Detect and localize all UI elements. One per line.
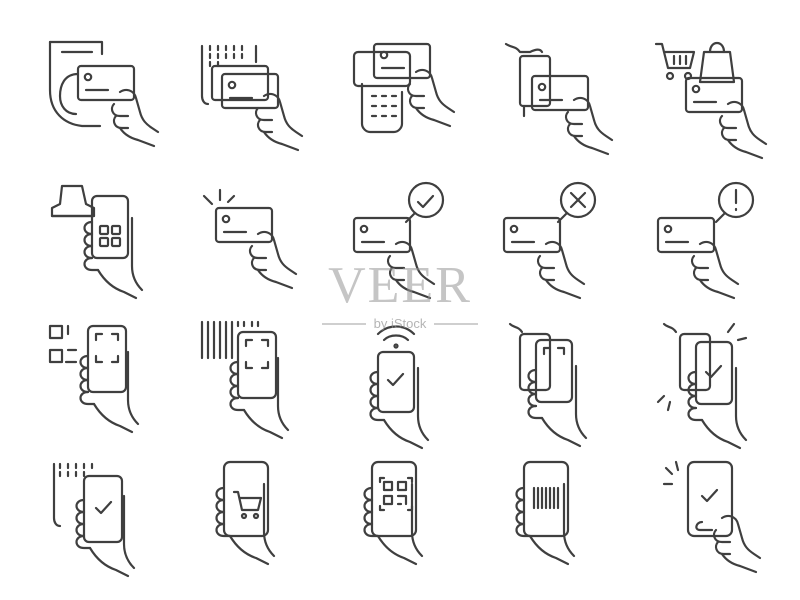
card-reader-hand-icon (352, 42, 456, 134)
phone-payment-success-icon (662, 460, 762, 574)
phone-qr-code-icon (363, 460, 424, 566)
receipt-card-hand-icon (48, 40, 160, 148)
nfc-phone-check-icon (369, 325, 430, 450)
pos-terminal-card-hand-icon (200, 44, 304, 152)
qr-scan-phone-hand-icon (48, 324, 140, 434)
card-handover-icon (504, 42, 614, 156)
phone-tap-check-icon (656, 322, 748, 450)
phone-shopping-cart-icon (215, 460, 276, 566)
contactless-card-hand-icon (202, 188, 298, 290)
card-declined-icon (502, 181, 597, 300)
barcode-scan-phone-hand-icon (200, 320, 290, 440)
card-warning-icon (656, 181, 755, 300)
cart-bag-card-hand-icon (654, 41, 768, 160)
receipt-phone-check-icon (52, 462, 136, 578)
phone-barcode-icon (515, 460, 576, 566)
card-approved-icon (352, 181, 445, 300)
scanner-phone-hand-icon (50, 184, 144, 300)
phone-to-phone-pay-icon (508, 322, 588, 448)
